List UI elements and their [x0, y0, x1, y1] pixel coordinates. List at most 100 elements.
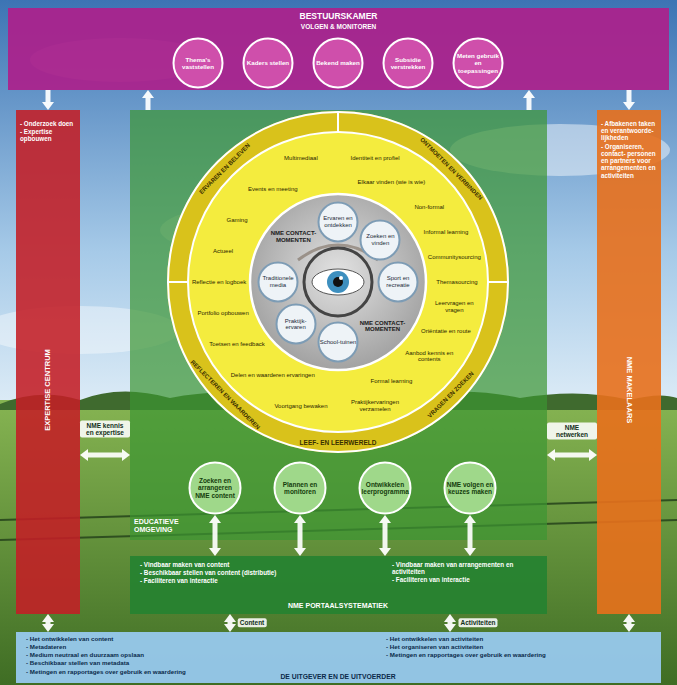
flow-arrow [228, 622, 233, 624]
item-label: Events en meeting [229, 186, 316, 193]
circle-fill [319, 203, 358, 242]
bullet-text: - Het ontwikkelen van content [26, 635, 326, 642]
contact-circle-text: Ervaren en ontdekken [320, 215, 357, 229]
bullet-text-slot: - Faciliteren van interactie [140, 577, 330, 584]
bullet-text: - Vindbaar maken van content [140, 561, 330, 568]
text-slot: Subsidie verstrekken [382, 37, 434, 89]
bullet-text: - Faciliteren van interactie [140, 577, 330, 584]
item-label: Gaming [208, 217, 266, 224]
flow-arrow [468, 523, 473, 548]
task-circle-text: Bekend maken [316, 59, 360, 66]
band-title-slot: BESTUURSKAMER [8, 12, 669, 22]
flow-arrow [46, 90, 51, 102]
edge-label: Activiteiten [458, 618, 497, 627]
contact-circle: Ervaren en ontdekken [317, 201, 359, 243]
text-slot: Sport en recreatie [377, 261, 419, 303]
flow-arrow [448, 622, 453, 624]
circle-fill [190, 463, 241, 514]
area-title-slot: EDUCATIEVE OMGEVING [134, 518, 188, 534]
text-slot: Ervaren en ontdekken [317, 201, 359, 243]
function-circle: NME volgen en keuzes maken [443, 461, 497, 515]
side-bar: NME MAKELAARS- Afbakenen taken en verant… [597, 110, 661, 614]
text-slot: Kaders stellen [242, 37, 294, 89]
circle-fill [244, 39, 293, 88]
contact-circle: Sport en recreatie [377, 261, 419, 303]
bullet-text: - Medium neutraal en duurzaam opslaan [26, 651, 326, 658]
band-subtitle: VOLGEN & MONITOREN [8, 23, 669, 30]
item-label: Identiteit en profiel [342, 155, 408, 162]
function-circle-text: NME volgen en keuzes maken [447, 481, 494, 496]
task-circle: Bekend maken [312, 37, 364, 89]
bullet-text-slot: - Metadateren [26, 643, 326, 650]
bullet-text: - Metadateren [26, 643, 326, 650]
bullet-text: - Afbakenen taken en verantwoorde- lijkh… [601, 120, 657, 142]
bullet-text-slot: - Beschikbaar stellen van content (distr… [140, 569, 330, 576]
contact-circle: Traditionele media [257, 261, 299, 303]
task-circle: Kaders stellen [242, 37, 294, 89]
bullet-text-slot: - Faciliteren van interactie [392, 576, 540, 583]
magnifier-rim [304, 248, 372, 316]
item-label-slot: Praktijkervaringen verzamelen [342, 399, 408, 413]
item-label-slot: Non-formal [398, 204, 461, 211]
contact-circle-text: Traditionele media [260, 275, 297, 289]
item-label-slot: Voortgang bewaken [268, 403, 334, 410]
flow-arrow [627, 622, 632, 624]
item-label-slot: Multimediaal [268, 155, 334, 162]
bullet-text: - Onderzoek doen [20, 120, 76, 127]
eye-pupil [333, 277, 343, 287]
ring-line [168, 112, 508, 452]
eye-highlight [339, 276, 343, 280]
item-label-slot: Informal learning [418, 229, 474, 236]
contact-label: NME CONTACT- MOMENTEN [269, 231, 317, 245]
item-label-slot: Portfolio opbouwen [196, 310, 250, 317]
bullet-text-slot: - Medium neutraal en duurzaam opslaan [26, 651, 326, 658]
bullet-text-slot: - Vindbaar maken van arrangementen en ac… [392, 561, 540, 575]
item-label: Aanbod kennis en contents [398, 350, 461, 364]
text-slot: Thema's vaststellen [172, 37, 224, 89]
item-label-slot: Communitysourcing [427, 254, 481, 261]
edge-label: NME netwerken [547, 423, 597, 440]
life-world-ring: LEEF- EN LEERWERELD Ervaren en ontdekkenZ… [166, 110, 510, 454]
bullet-text-slot: - Vindbaar maken van content [140, 561, 330, 568]
function-circle-text: Zoeken en arrangeren NME content [192, 477, 239, 499]
bullet-text-slot: - Het ontwikkelen van activiteiten [386, 635, 651, 642]
flow-arrow [555, 453, 589, 458]
task-circle: Meten gebruik en toepassingen [452, 37, 504, 89]
item-label-slot: Elkaar vinden (wie is wie) [342, 179, 441, 186]
contact-circle-text: Praktijk-ervaren [277, 318, 314, 332]
flow-arrow [298, 523, 303, 548]
function-circle-text: Ontwikkelen leerprogramma [362, 481, 409, 496]
bullet-text: - Expertise opbouwen [20, 128, 76, 142]
flow-arrow [527, 98, 532, 110]
text-slot: Plannen en monitoren [273, 461, 327, 515]
contact-circle-text: Zoeken en vinden [362, 233, 399, 247]
eye-white [312, 269, 364, 295]
contact-label: NME CONTACT- MOMENTEN [359, 320, 407, 334]
band-subtitle-slot: VOLGEN & MONITOREN [8, 23, 669, 30]
segment-divider [167, 281, 188, 283]
ring-title: LEEF- EN LEERWERELD [300, 439, 377, 446]
item-label: Toetsen en feedback [208, 341, 266, 348]
task-circle-text: Meten gebruik en toepassingen [456, 52, 501, 73]
middle-ring [188, 132, 488, 432]
function-circle: Plannen en monitoren [273, 461, 327, 515]
edge-label: NME kennis en expertise [80, 421, 130, 438]
text-slot: Traditionele media [257, 261, 299, 303]
item-label: Praktijkervaringen verzamelen [342, 399, 408, 413]
edge-label: Content [238, 618, 267, 627]
item-label-slot: Oriëntatie en route [418, 328, 474, 335]
task-circle: Subsidie verstrekken [382, 37, 434, 89]
segment-divider [337, 111, 339, 132]
item-label: Leervragen en vragen [427, 300, 481, 314]
circle-fill [276, 305, 315, 344]
function-circle: Zoeken en arrangeren NME content [188, 461, 242, 515]
ring-line [250, 194, 426, 370]
item-label: Non-formal [398, 204, 461, 211]
circle-fill [379, 263, 418, 302]
circle-fill [454, 39, 503, 88]
flow-arrow [627, 90, 632, 102]
bullet-text: - Metingen en rapportages over gebruik e… [386, 651, 651, 658]
item-label-slot: Identiteit en profiel [342, 155, 408, 162]
item-label-slot: Toetsen en feedback [208, 341, 266, 348]
band-title: BESTUURSKAMER [8, 12, 669, 22]
